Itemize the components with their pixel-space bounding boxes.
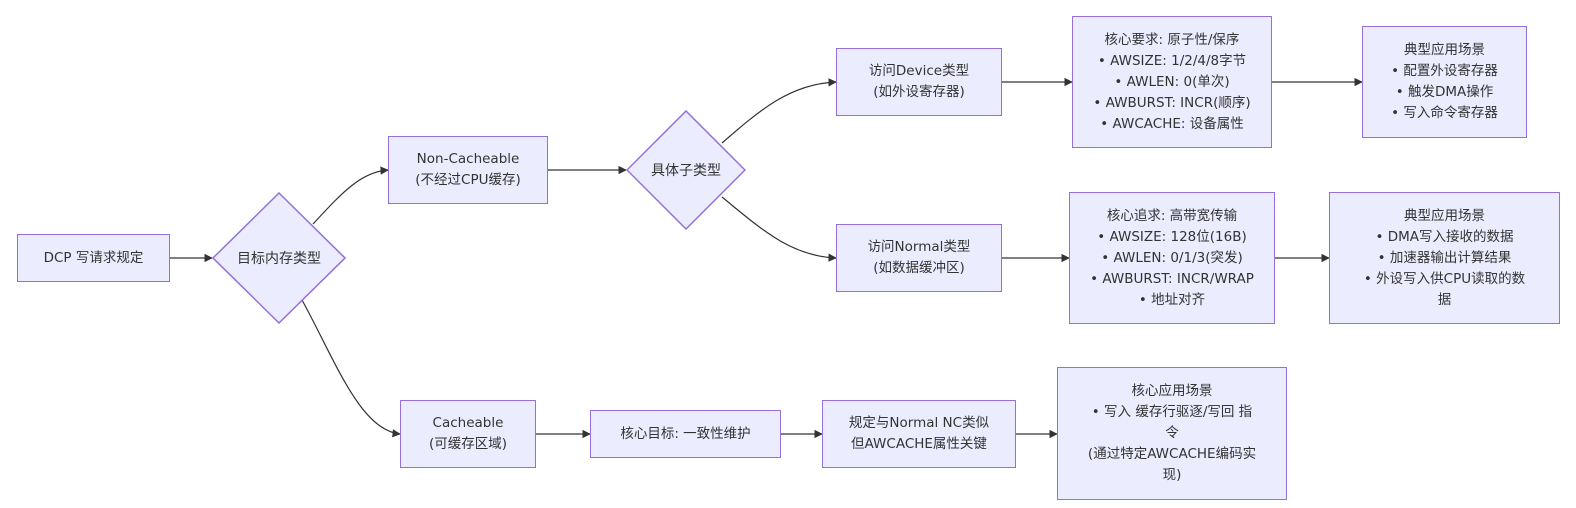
coherence-goal-node: 核心目标: 一致性维护: [590, 410, 781, 458]
noncacheable-node: Non-Cacheable (不经过CPU缓存): [388, 136, 548, 204]
edge-memory-to-noncacheable: [312, 166, 389, 225]
decision-memory-type: 目标内存类型: [212, 192, 346, 324]
device-requirements-node: 核心要求: 原子性/保序 • AWSIZE: 1/2/4/8字节 • AWLEN…: [1072, 16, 1272, 148]
edge-subtype-to-device: [721, 78, 837, 144]
cache-application-node: 核心应用场景 • 写入 缓存行驱逐/写回 指 令 (通过特定AWCACHE编码实…: [1057, 367, 1287, 500]
similar-rule-node: 规定与Normal NC类似 但AWCACHE属性关键: [822, 400, 1016, 468]
normal-requirements-node: 核心追求: 高带宽传输 • AWSIZE: 128位(16B) • AWLEN:…: [1069, 192, 1275, 324]
decision-subtype: 具体子类型: [626, 110, 746, 230]
cacheable-node: Cacheable (可缓存区域): [400, 400, 536, 468]
edge-subtype-to-normal: [721, 196, 837, 262]
edge-memory-to-cacheable: [301, 299, 401, 438]
normal-application-node: 典型应用场景 • DMA写入接收的数据 • 加速器输出计算结果 • 外设写入供C…: [1329, 192, 1560, 324]
device-node: 访问Device类型 (如外设寄存器): [836, 48, 1002, 116]
normal-node: 访问Normal类型 (如数据缓冲区): [836, 224, 1002, 292]
start-node: DCP 写请求规定: [17, 234, 170, 282]
device-application-node: 典型应用场景 • 配置外设寄存器 • 触发DMA操作 • 写入命令寄存器: [1362, 26, 1527, 138]
